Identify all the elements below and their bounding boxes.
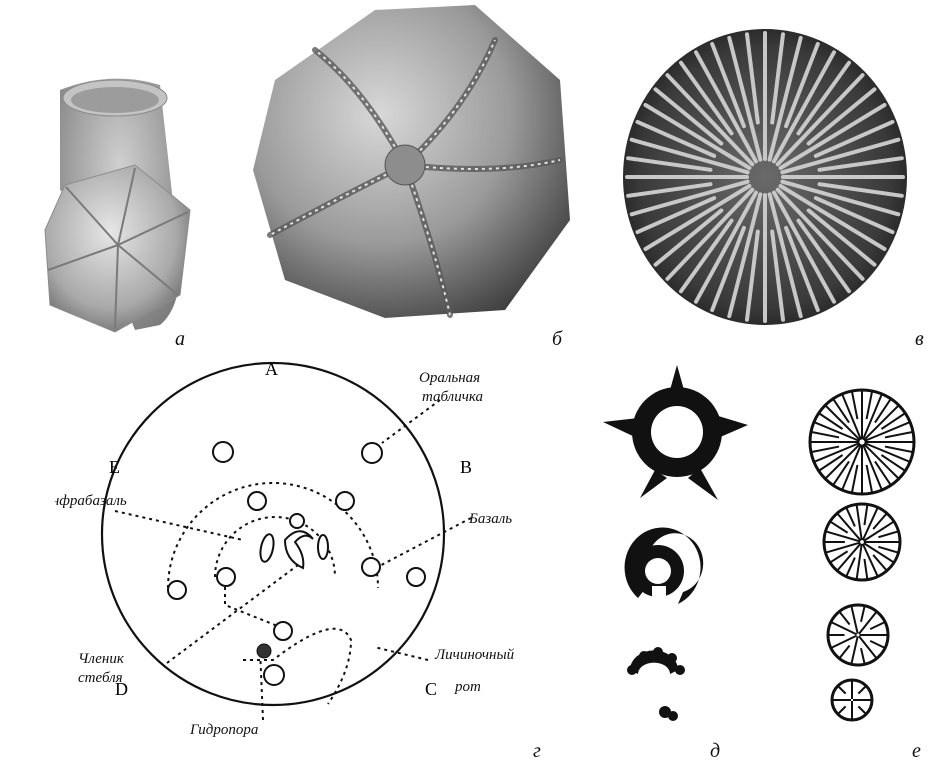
panel-label-v: в [915,328,924,351]
hydropore-dot [257,644,271,658]
label-infrabasal: Инфрабазаль [55,493,127,509]
lower-plate-bottom [264,665,284,685]
stem-sections [600,360,780,730]
label-oral-plate-1: Оральная [419,370,480,386]
septa-sections-svg [800,370,930,730]
label-stem-2: стебля [78,670,123,686]
fossil-photo-v [615,20,915,330]
panel-label-g: г [533,740,541,763]
infrabasal-left [258,533,276,563]
stem-sections-svg [600,360,780,730]
infrabasal-crescent [285,531,313,568]
basal-plate-2 [336,492,354,510]
panel-label-b: б [552,328,562,351]
label-oral-plate-2: табличка [422,389,483,405]
label-larval-2: рот [454,679,481,695]
sector-C: C [425,679,437,699]
larval-dotted-path [243,629,351,704]
label-stem-1: Членик [78,651,125,667]
outer-plate-right [407,568,425,586]
basal-plate-left [217,568,235,586]
basal-plate-1 [248,492,266,510]
sector-A: A [265,359,278,379]
label-basal: Базаль [468,511,512,527]
leader-infrabasal [115,511,243,540]
stem-dotted-path [225,580,280,627]
fossil-photo-b [245,0,575,330]
fossil-b-image [245,0,575,330]
basal-plate-right [362,558,380,576]
sector-E: E [109,457,120,477]
oral-plate-right [362,443,382,463]
leader-hydropore [260,649,263,720]
fossil-a-image [40,70,240,340]
basal-plate-top [290,514,304,528]
fossil-v-image [615,20,915,330]
leader-oral [382,400,440,443]
plate-diagram-svg: A B C D E Оральная табличка Инфрабазаль … [55,355,575,745]
fossil-photo-a [40,70,240,340]
label-hydropore: Гидропора [189,722,258,738]
septa-sections [800,370,930,730]
oral-plate-left [213,442,233,462]
label-larval-1: Личиночный [434,647,515,663]
panel-label-a: а [175,328,185,351]
lower-plate [274,622,292,640]
outer-plate-left [168,581,186,599]
sector-B: B [460,457,472,477]
panel-label-e: е [912,740,921,763]
plate-diagram: A B C D E Оральная табличка Инфрабазаль … [55,355,575,745]
panel-label-d: д [710,740,720,763]
leader-basal [370,518,471,571]
infrabasal-right [318,535,328,559]
outer-circle [102,363,444,705]
